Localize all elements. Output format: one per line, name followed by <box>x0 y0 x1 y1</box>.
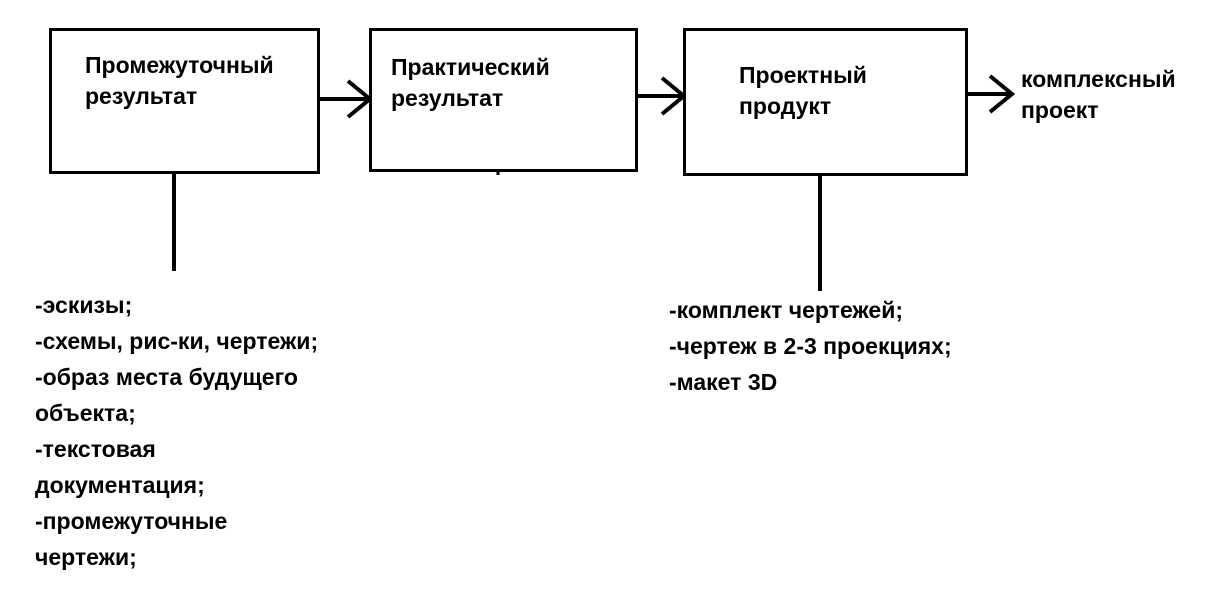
project-product-list: -комплект чертежей; -чертеж в 2-3 проекц… <box>669 292 952 400</box>
box-intermediate-result-label: Промежуточный результат <box>85 52 274 109</box>
box-practical-result-label: Практический результат <box>391 54 550 111</box>
arrowhead-3 <box>988 74 1016 114</box>
list-item: -комплект чертежей; <box>669 297 904 323</box>
list-item: -схемы, рис-ки, чертежи; <box>35 328 319 354</box>
box-intermediate-result <box>49 28 320 174</box>
list-item: -эскизы; <box>35 292 133 318</box>
list-item: объекта; <box>35 400 136 426</box>
box-practical-result <box>369 28 638 172</box>
list-item: -образ места будущего <box>35 364 298 390</box>
list-item: чертежи; <box>35 544 137 570</box>
intermediate-result-list: -эскизы; -схемы, рис-ки, чертежи; -образ… <box>35 287 318 575</box>
list-item: -промежуточные <box>35 508 228 534</box>
box-project-product-label: Проектный продукт <box>739 62 867 119</box>
list-item: -макет 3D <box>669 369 778 395</box>
outcome-complex-project: комплексный проект <box>1021 66 1176 123</box>
list-item: -чертеж в 2-3 проекциях; <box>669 333 952 359</box>
box-project-product <box>683 28 968 176</box>
list-item: документация; <box>35 472 205 498</box>
list-item: -текстовая <box>35 436 156 462</box>
